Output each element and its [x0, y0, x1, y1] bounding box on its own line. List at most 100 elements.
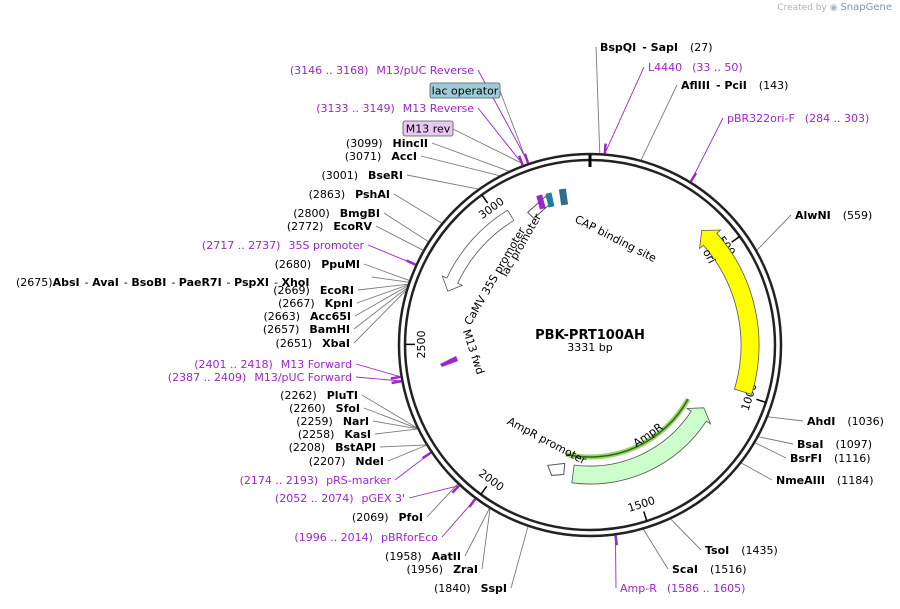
- site-label: (2680)PpuMI: [275, 258, 360, 271]
- top-primer-label: (3146 .. 3168)M13/pUC Reverse: [290, 64, 474, 77]
- primer-mark: [468, 498, 477, 508]
- cap-box: [558, 188, 569, 206]
- leader-line: [372, 420, 418, 430]
- leader-line: [383, 212, 429, 242]
- leader-line: [755, 442, 787, 459]
- enzyme-name: BmgBI: [340, 207, 380, 220]
- site-position: (1036): [847, 415, 884, 428]
- site-position: (3099): [346, 137, 383, 150]
- primer-mark: [421, 451, 432, 460]
- primer-range: (2717 .. 2737): [202, 239, 281, 252]
- site-label: (2651)XbaI: [276, 337, 350, 350]
- site-position: (2069): [352, 511, 389, 524]
- site-position: (143): [759, 79, 789, 92]
- leader-line: [363, 263, 410, 281]
- site-label: (2863)PshAI: [309, 188, 390, 201]
- m13rev-box: [536, 194, 546, 210]
- site-position: (2657): [263, 323, 300, 336]
- leader-line: [756, 214, 792, 251]
- leader-line: [741, 462, 773, 481]
- primer-range: (33 .. 50): [692, 61, 743, 74]
- enzyme-name: PluTI: [327, 389, 358, 402]
- enzyme-name: SfoI: [336, 402, 360, 415]
- tick-mark: [731, 235, 741, 243]
- enzyme-name: PaeR7I: [179, 276, 222, 289]
- separator: -: [171, 276, 178, 289]
- leader-line: [375, 225, 424, 251]
- primer-mark: [523, 153, 530, 164]
- primer-name: pBR322ori-F: [727, 112, 795, 125]
- primer-mark: [451, 484, 461, 494]
- site-position: (2680): [275, 258, 312, 271]
- site-label: (2657)BamHI: [263, 323, 350, 336]
- site-label: (2260)SfoI: [289, 402, 360, 415]
- enzyme-name: KasI: [344, 428, 371, 441]
- leader-line: [354, 285, 408, 317]
- site-position: (1116): [834, 452, 871, 465]
- tick-label: 1500: [626, 494, 657, 515]
- site-position: (2669): [273, 284, 310, 297]
- site-position: (2863): [309, 188, 346, 201]
- enzyme-name: ScaI: [672, 563, 698, 576]
- primer-mark: [689, 172, 698, 183]
- leader-line: [387, 444, 427, 462]
- primer-mark: [405, 259, 417, 266]
- separator: -: [85, 276, 92, 289]
- enzyme-name: PspXI: [234, 276, 269, 289]
- leader-line: [595, 46, 601, 154]
- enzyme-name: BseRI: [368, 169, 403, 182]
- site-label: (2717 .. 2737)35S promoter: [202, 239, 365, 252]
- primer-name: L4440: [648, 61, 682, 74]
- site-position: (2259): [296, 415, 333, 428]
- primer-name: pRS-marker: [326, 474, 391, 487]
- enzyme-name: ZraI: [453, 563, 478, 576]
- tick-label: 2500: [415, 330, 428, 358]
- site-position: (1840): [434, 582, 471, 595]
- snapgene-watermark: Created by ◉ SnapGene: [777, 2, 892, 13]
- site-position: (2772): [287, 220, 324, 233]
- tick-mark: [481, 194, 489, 204]
- leader-line: [510, 526, 529, 589]
- site-label: (2259)NarI: [296, 415, 369, 428]
- site-position: (2667): [278, 297, 315, 310]
- site-position: (2675): [16, 276, 53, 289]
- outer-ring: [397, 152, 783, 538]
- tick-label: 2000: [476, 467, 506, 494]
- site-position: (559): [843, 209, 873, 222]
- boxed-feature-label: lac operator: [432, 85, 499, 98]
- watermark-brand: SnapGene: [840, 2, 892, 13]
- snapgene-logo-icon: ◉: [829, 3, 838, 13]
- enzyme-name: BsrFI: [790, 452, 822, 465]
- site-label: AlwNI(559): [795, 209, 872, 222]
- m13fwd-marker: [440, 356, 458, 367]
- primer-mark: [603, 143, 607, 154]
- site-position: (1184): [837, 474, 874, 487]
- labels: BspQI- SapI(27)L4440(33 .. 50)AflIII- Pc…: [16, 41, 884, 595]
- primer-range: (1996 .. 2014): [294, 531, 373, 544]
- multi-site-label: (2675)AbsI- AvaI- BsoBI- PaeR7I- PspXI- …: [16, 276, 309, 289]
- watermark-prefix: Created by: [777, 3, 827, 13]
- site-position: (2208): [289, 441, 326, 454]
- site-label: (2262)PluTI: [280, 389, 358, 402]
- site-label: BsaI(1097): [797, 438, 872, 451]
- site-position: (27): [690, 41, 713, 54]
- enzyme-name: KpnI: [325, 297, 353, 310]
- leader-line: [690, 117, 724, 182]
- site-label: TsoI(1435): [705, 544, 778, 557]
- leader-line: [353, 288, 407, 330]
- primer-name: M13/pUC Forward: [254, 371, 352, 384]
- enzyme-pair: - SapI: [642, 41, 678, 54]
- site-position: (1097): [835, 438, 872, 451]
- enzyme-pair: - PciI: [716, 79, 747, 92]
- primer-range: (3146 .. 3168): [290, 64, 369, 77]
- enzyme-name: AccI: [391, 150, 417, 163]
- site-label: (1958)AatII: [385, 550, 461, 563]
- site-position: (2663): [263, 310, 300, 323]
- site-label: (2258)KasI: [298, 428, 371, 441]
- primer-mark: [517, 155, 524, 166]
- site-label: (2052 .. 2074)pGEX 3': [275, 492, 405, 505]
- site-label: ScaI(1516): [672, 563, 747, 576]
- site-position: (1956): [407, 563, 444, 576]
- ampr-promoter-arrow: [547, 462, 566, 476]
- site-label: (2207)NdeI: [309, 455, 384, 468]
